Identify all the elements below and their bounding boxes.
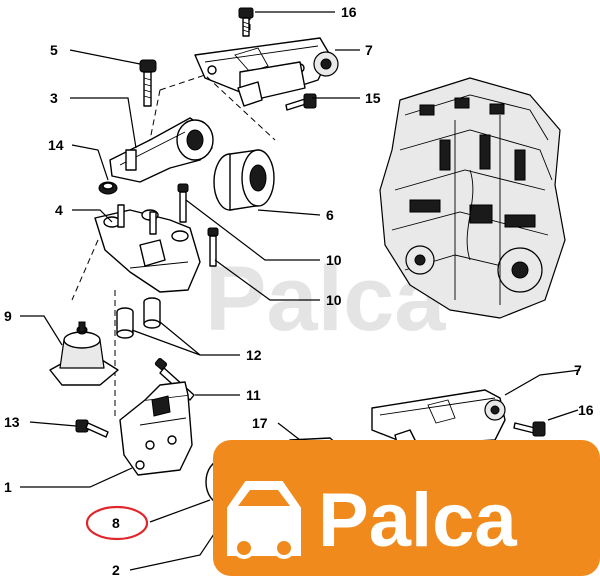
spacer-12-b	[143, 297, 161, 329]
bolt-16-top	[238, 7, 254, 37]
callout-9: 9	[4, 308, 12, 324]
callout-7-right: 7	[574, 362, 582, 378]
callout-7-top: 7	[365, 42, 373, 58]
callout-3: 3	[50, 90, 58, 106]
mount-bracket-1	[119, 381, 193, 476]
highlight-ring	[85, 505, 149, 541]
bolt-15-top	[285, 93, 317, 111]
spacer-12-a	[116, 307, 134, 339]
washer-14	[98, 181, 118, 195]
car-icon	[227, 481, 301, 559]
callout-2: 2	[112, 562, 120, 576]
callout-14: 14	[48, 137, 64, 153]
bolt-16-right	[513, 421, 546, 437]
callout-1: 1	[4, 479, 12, 495]
upper-right-bracket	[194, 10, 339, 107]
brand-name: Palca	[318, 478, 517, 563]
leader-lines	[20, 11, 581, 571]
logo-background	[213, 440, 600, 576]
callout-11: 11	[246, 387, 261, 403]
callout-10-a: 10	[326, 252, 342, 268]
callout-12: 12	[246, 347, 262, 363]
callout-16-top: 16	[341, 4, 357, 20]
torque-arm-3	[109, 117, 214, 183]
bolt-10-a	[177, 183, 189, 223]
bracket-4	[94, 204, 201, 293]
brand-logo: Palca	[213, 440, 600, 576]
callout-16-right: 16	[578, 402, 594, 418]
bolt-5	[139, 59, 157, 107]
bolt-10-b	[207, 227, 219, 267]
callout-15-top: 15	[365, 90, 381, 106]
callout-17: 17	[252, 415, 268, 431]
callout-5: 5	[50, 42, 58, 58]
callout-6: 6	[326, 207, 334, 223]
callout-13: 13	[4, 414, 20, 430]
callout-10-b: 10	[326, 292, 342, 308]
bolt-13	[75, 419, 109, 438]
callout-4: 4	[55, 202, 63, 218]
bushing-6	[213, 149, 275, 211]
callout-8: 8	[112, 515, 120, 531]
engine-mount-9	[49, 321, 119, 386]
engine-block-illustration	[379, 77, 566, 319]
